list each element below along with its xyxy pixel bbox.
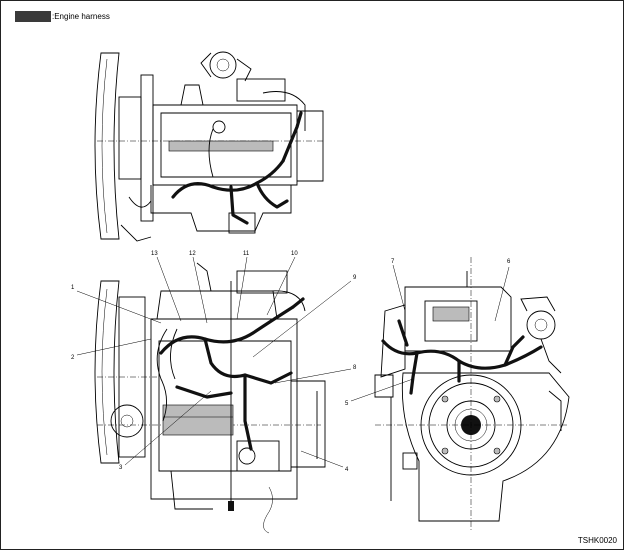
callout-1: 1	[71, 285, 75, 291]
callout-12: 12	[189, 251, 196, 257]
callout-6: 6	[507, 259, 511, 265]
callout-4: 4	[345, 467, 349, 473]
callout-3: 3	[119, 465, 123, 471]
callout-9: 9	[353, 275, 357, 281]
engine-top-view	[94, 51, 324, 242]
callout-2: 2	[71, 355, 75, 361]
figure-code: TSHK0020	[577, 536, 617, 545]
callout-5: 5	[345, 401, 349, 407]
engine-side-view	[94, 262, 326, 534]
callout-7: 7	[391, 259, 395, 265]
legend: :Engine harness	[15, 11, 110, 22]
callouts: 1 2 3 4 5 6 7 8 9 10 11 12 13	[71, 251, 511, 473]
engine-rear-view	[374, 257, 570, 531]
legend-label: :Engine harness	[52, 12, 110, 21]
callout-10: 10	[291, 251, 298, 257]
leader-lines	[76, 256, 510, 468]
legend-swatch	[15, 11, 51, 22]
callout-8: 8	[353, 365, 357, 371]
callout-13: 13	[151, 251, 158, 257]
callout-11: 11	[243, 251, 250, 257]
